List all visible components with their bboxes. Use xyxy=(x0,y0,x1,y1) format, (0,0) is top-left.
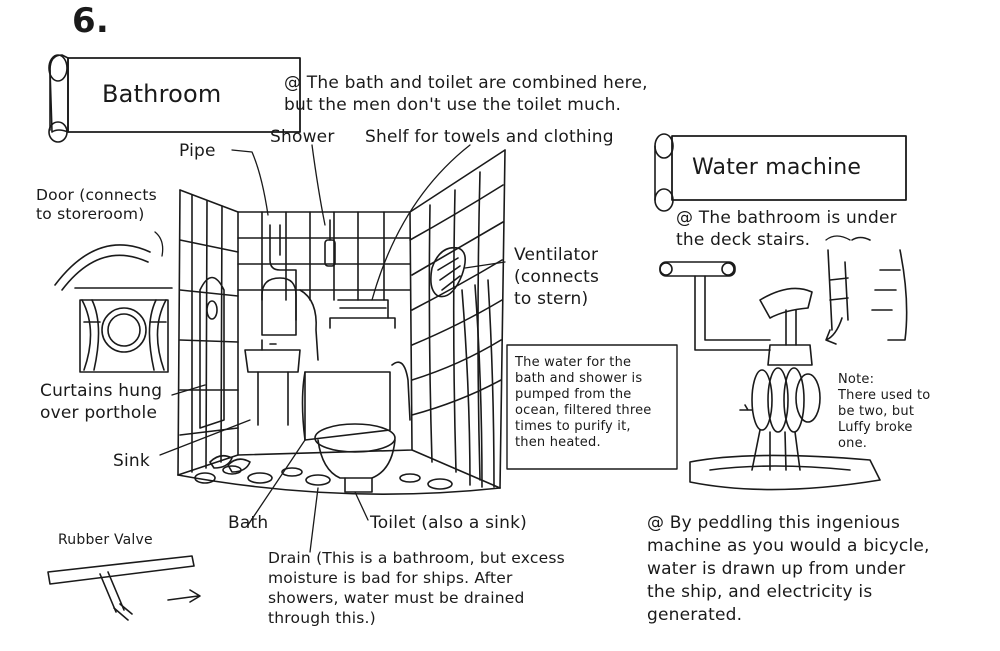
rubber-valve-sketch xyxy=(47,555,201,621)
bathroom-title-scroll xyxy=(48,54,301,143)
label-bath: Bath xyxy=(228,513,269,533)
page-number: 6. xyxy=(72,1,109,41)
leader-lines xyxy=(154,144,851,553)
water-info-text: The water for the bath and shower is pum… xyxy=(515,355,652,450)
curtain-porthole-vignette xyxy=(54,244,173,373)
label-curtains: Curtains hung over porthole xyxy=(40,381,163,423)
label-door: Door (connects to storeroom) xyxy=(36,186,157,223)
water-machine-description: @ By peddling this ingenious machine as … xyxy=(647,513,930,625)
label-sink: Sink xyxy=(113,451,150,471)
label-drain: Drain (This is a bathroom, but excess mo… xyxy=(268,549,565,627)
water-machine-side-note: Note: There used to be two, but Luffy br… xyxy=(838,372,931,451)
bathroom-title: Bathroom xyxy=(102,80,222,108)
water-machine-sketch xyxy=(659,236,908,491)
label-shelf: Shelf for towels and clothing xyxy=(365,127,614,147)
bathroom-note: @ The bath and toilet are combined here,… xyxy=(284,73,648,115)
bathroom-room-sketch xyxy=(177,149,506,495)
water-info-box xyxy=(506,344,678,470)
label-pipe: Pipe xyxy=(179,141,216,161)
water-machine-title: Water machine xyxy=(692,155,862,180)
water-machine-note: @ The bathroom is under the deck stairs. xyxy=(676,208,897,250)
water-machine-title-scroll xyxy=(654,133,907,212)
label-rubber-valve: Rubber Valve xyxy=(58,532,153,548)
label-ventilator: Ventilator (connects to stern) xyxy=(514,245,600,309)
label-toilet: Toilet (also a sink) xyxy=(370,513,527,533)
label-shower: Shower xyxy=(270,127,335,147)
